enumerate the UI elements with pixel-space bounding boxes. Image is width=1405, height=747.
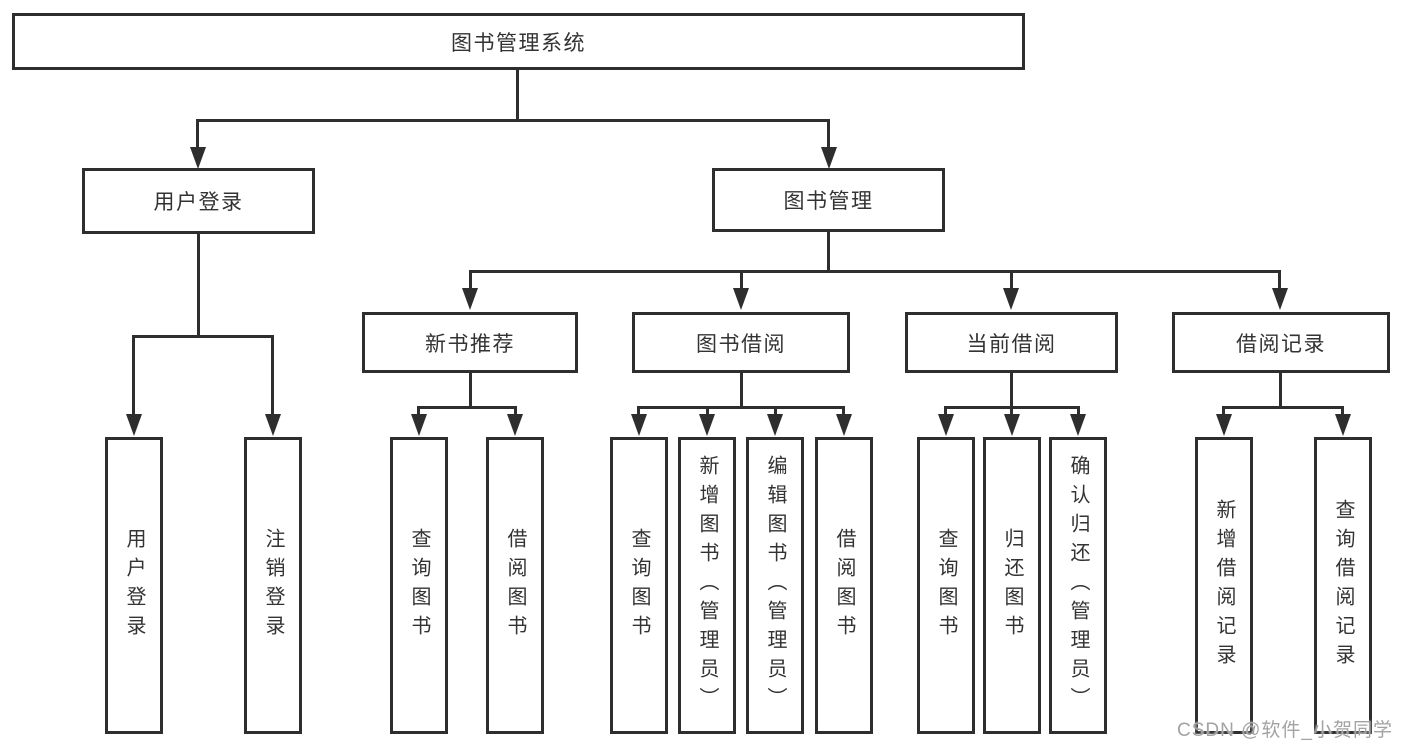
leaf-query-borrow-record-label: 查询借阅记录 bbox=[1332, 498, 1354, 673]
connector-line bbox=[469, 270, 472, 290]
leaf-borrow-books-1-label: 借阅图书 bbox=[504, 527, 526, 644]
leaf-query-books-3: 查询图书 bbox=[917, 437, 975, 734]
arrow-down-icon bbox=[1335, 414, 1351, 436]
arrow-down-icon bbox=[265, 414, 281, 436]
connector-line bbox=[827, 119, 830, 150]
arrow-down-icon bbox=[938, 414, 954, 436]
leaf-edit-book-admin: 编辑图书（管理员） bbox=[746, 437, 804, 734]
leaf-query-books-1-label: 查询图书 bbox=[408, 527, 430, 644]
arrow-down-icon bbox=[821, 147, 837, 169]
arrow-down-icon bbox=[507, 414, 523, 436]
arrow-down-icon bbox=[767, 414, 783, 436]
node-root: 图书管理系统 bbox=[12, 13, 1025, 70]
arrow-down-icon bbox=[1216, 414, 1232, 436]
arrow-down-icon bbox=[733, 288, 749, 310]
arrow-down-icon bbox=[1272, 288, 1288, 310]
node-user-login-label: 用户登录 bbox=[153, 191, 244, 214]
connector-line bbox=[1278, 270, 1281, 290]
connector-line bbox=[132, 335, 274, 338]
connector-line bbox=[514, 406, 517, 416]
leaf-query-books-2-label: 查询图书 bbox=[628, 527, 650, 644]
node-borrow-records-label: 借阅记录 bbox=[1236, 332, 1326, 356]
leaf-borrow-books-2-label: 借阅图书 bbox=[833, 527, 855, 644]
connector-line bbox=[271, 335, 274, 416]
connector-line bbox=[469, 373, 472, 408]
connector-line bbox=[1077, 406, 1080, 416]
node-new-book-recommend-label: 新书推荐 bbox=[425, 332, 515, 356]
csdn-watermark: CSDN @软件_小贺同学 bbox=[1177, 720, 1393, 741]
arrow-down-icon bbox=[126, 414, 142, 436]
arrow-down-icon bbox=[1003, 288, 1019, 310]
connector-line bbox=[196, 119, 830, 122]
leaf-query-books-2: 查询图书 bbox=[610, 437, 668, 734]
connector-line bbox=[1010, 373, 1013, 408]
connector-line bbox=[516, 70, 519, 122]
leaf-add-book-admin: 新增图书（管理员） bbox=[678, 437, 736, 734]
connector-line bbox=[637, 406, 640, 416]
leaf-borrow-books-2: 借阅图书 bbox=[815, 437, 873, 734]
leaf-borrow-books-1: 借阅图书 bbox=[486, 437, 544, 734]
node-current-borrow-label: 当前借阅 bbox=[966, 332, 1057, 356]
node-book-borrow: 图书借阅 bbox=[632, 312, 850, 373]
leaf-confirm-return-admin-label: 确认归还（管理员） bbox=[1067, 455, 1089, 716]
leaf-add-borrow-record-label: 新增借阅记录 bbox=[1213, 498, 1235, 673]
node-borrow-records: 借阅记录 bbox=[1172, 312, 1390, 373]
leaf-add-borrow-record: 新增借阅记录 bbox=[1195, 437, 1253, 734]
arrow-down-icon bbox=[836, 414, 852, 436]
node-book-management: 图书管理 bbox=[712, 168, 945, 232]
connector-line bbox=[706, 406, 709, 416]
arrow-down-icon bbox=[462, 288, 478, 310]
connector-line bbox=[196, 119, 199, 150]
connector-line bbox=[1341, 406, 1344, 416]
node-book-borrow-label: 图书借阅 bbox=[696, 332, 786, 356]
node-user-login: 用户登录 bbox=[82, 168, 315, 234]
connector-line bbox=[944, 406, 947, 416]
connector-line bbox=[1010, 270, 1013, 290]
connector-line bbox=[740, 270, 743, 290]
leaf-query-books-3-label: 查询图书 bbox=[935, 527, 957, 644]
leaf-return-books: 归还图书 bbox=[983, 437, 1041, 734]
connector-line bbox=[637, 406, 845, 409]
leaf-confirm-return-admin: 确认归还（管理员） bbox=[1049, 437, 1107, 734]
connector-line bbox=[132, 335, 135, 416]
arrow-down-icon bbox=[1070, 414, 1086, 436]
connector-line bbox=[1010, 406, 1013, 416]
arrow-down-icon bbox=[411, 414, 427, 436]
arrow-down-icon bbox=[190, 147, 206, 169]
connector-line bbox=[827, 232, 830, 272]
arrow-down-icon bbox=[631, 414, 647, 436]
node-new-book-recommend: 新书推荐 bbox=[362, 312, 578, 373]
leaf-user-login-label: 用户登录 bbox=[123, 527, 145, 644]
connector-line bbox=[774, 406, 777, 416]
node-root-label: 图书管理系统 bbox=[451, 31, 586, 55]
connector-line bbox=[1222, 406, 1225, 416]
connector-line bbox=[417, 406, 517, 409]
leaf-edit-book-admin-label: 编辑图书（管理员） bbox=[764, 455, 786, 716]
leaf-logout: 注销登录 bbox=[244, 437, 302, 734]
connector-line bbox=[417, 406, 420, 416]
node-book-management-label: 图书管理 bbox=[783, 190, 874, 213]
leaf-add-book-admin-label: 新增图书（管理员） bbox=[696, 455, 718, 716]
leaf-logout-label: 注销登录 bbox=[262, 527, 284, 644]
leaf-query-borrow-record: 查询借阅记录 bbox=[1314, 437, 1372, 734]
connector-line bbox=[1279, 373, 1282, 408]
connector-line bbox=[842, 406, 845, 416]
connector-line bbox=[740, 373, 743, 408]
leaf-user-login: 用户登录 bbox=[105, 437, 163, 734]
arrow-down-icon bbox=[699, 414, 715, 436]
arrow-down-icon bbox=[1004, 414, 1020, 436]
node-current-borrow: 当前借阅 bbox=[905, 312, 1118, 373]
connector-line bbox=[197, 234, 200, 337]
connector-line bbox=[1222, 406, 1343, 409]
leaf-return-books-label: 归还图书 bbox=[1001, 527, 1023, 644]
leaf-query-books-1: 查询图书 bbox=[390, 437, 448, 734]
connector-line bbox=[469, 270, 1281, 273]
